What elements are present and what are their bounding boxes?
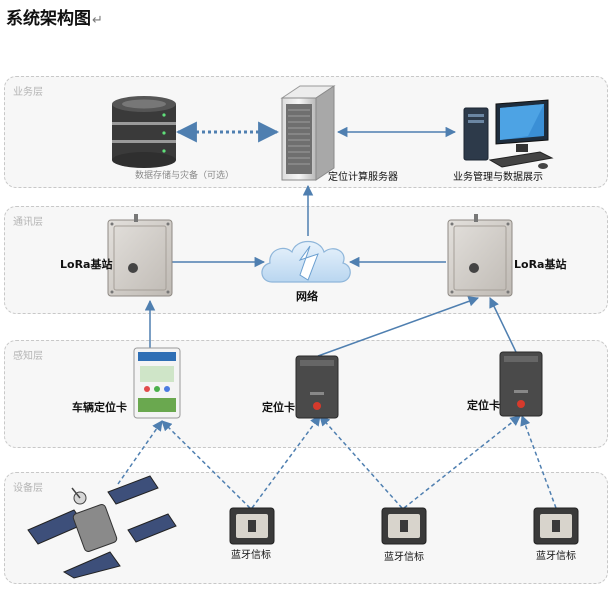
title-text: 系统架构图 (6, 9, 91, 29)
base-station-left-label: LoRa基站 (60, 258, 113, 271)
business-mgmt-label: 业务管理与数据展示 (453, 172, 543, 183)
beacon-3-icon (533, 507, 579, 545)
beacon-1-label: 蓝牙信标 (231, 550, 271, 561)
vehicle-card-label: 车辆定位卡 (72, 401, 127, 414)
business-layer-label: 业务层 (13, 87, 43, 98)
storage-label: 数据存储与灾备（可选） (135, 171, 235, 181)
return-mark: ↵ (92, 13, 103, 28)
computer-icon (463, 99, 554, 169)
beacon1-midcard-link (251, 415, 321, 509)
device-layer-label: 设备层 (13, 483, 43, 494)
beacon2-rightcard-link (403, 415, 521, 509)
beacon-2-icon (381, 507, 427, 545)
mid-card-station-link (317, 296, 479, 357)
network-label: 网络 (296, 290, 318, 303)
page-title: 系统架构图↵ (6, 4, 103, 29)
position-card-right-icon (499, 351, 543, 417)
card-middle-label: 定位卡 (262, 401, 295, 414)
satellite-icon (27, 475, 177, 579)
card-right-label: 定位卡 (467, 399, 500, 412)
server-icon (280, 85, 336, 181)
satellite-vehicle-link (117, 420, 163, 485)
communication-layer-label: 通讯层 (13, 217, 43, 228)
right-card-station-link (489, 297, 517, 353)
beacon2-midcard-link (319, 415, 403, 509)
lora-base-station-left-icon (107, 214, 173, 297)
connectors (117, 121, 557, 509)
base-station-right-label: LoRa基站 (514, 258, 567, 271)
lora-base-station-right-icon (447, 214, 513, 297)
database-icon (112, 96, 176, 168)
cloud-icon (261, 240, 351, 283)
position-card-middle-icon (295, 355, 339, 419)
beacon-1-icon (229, 507, 275, 545)
beacon-3-label: 蓝牙信标 (536, 551, 576, 562)
beacon-2-label: 蓝牙信标 (384, 552, 424, 563)
sensing-layer-label: 感知层 (13, 351, 43, 362)
vehicle-card-icon (133, 347, 181, 419)
beacon3-rightcard-link (520, 415, 557, 509)
server-label: 定位计算服务器 (328, 172, 398, 183)
beacon1-vehicle-link (161, 420, 251, 509)
